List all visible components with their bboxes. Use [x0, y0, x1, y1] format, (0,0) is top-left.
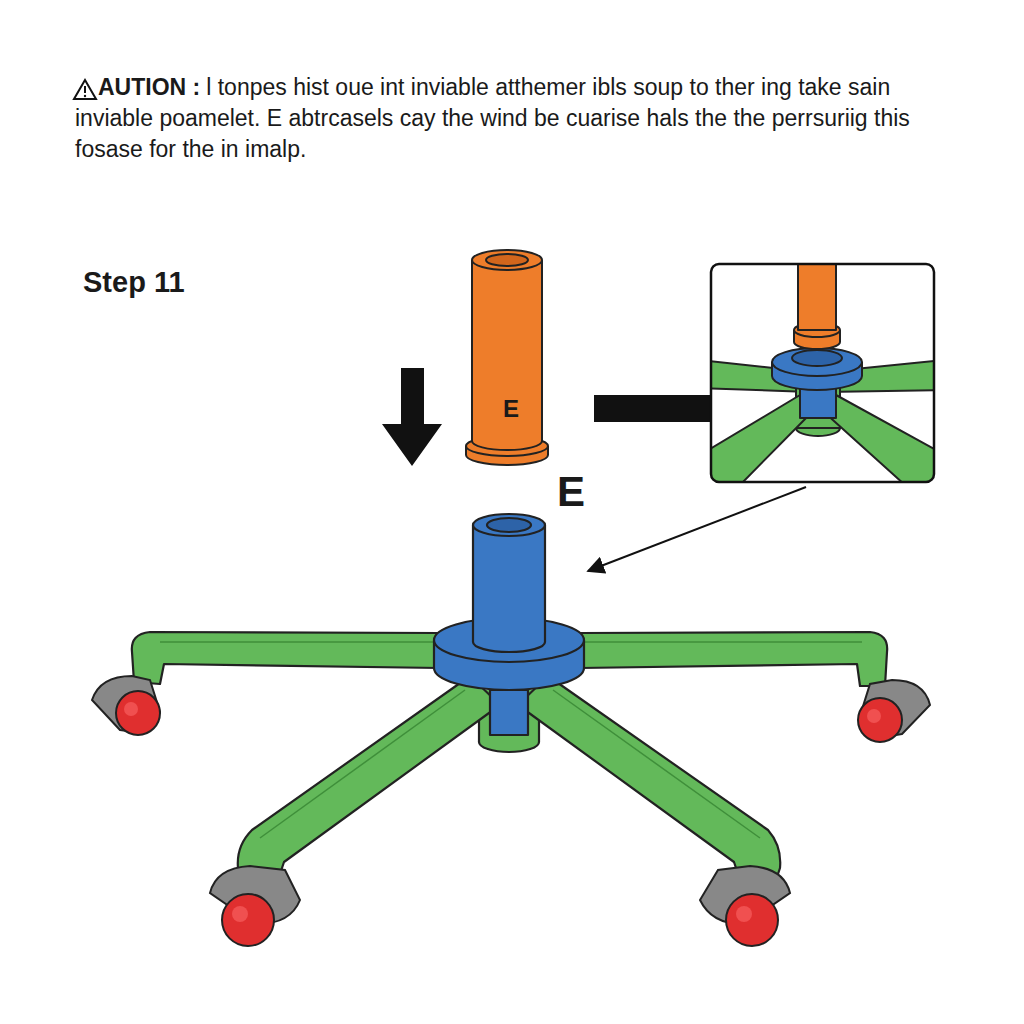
chair-base — [132, 514, 887, 880]
pointer-bar — [594, 395, 711, 422]
warning-glyph — [74, 80, 96, 99]
chair-base — [553, 690, 760, 838]
detail-inset — [711, 264, 934, 482]
cylinder-outline — [460, 245, 554, 470]
down-arrow — [382, 368, 442, 466]
caution-heading: AUTION : — [98, 74, 200, 100]
detail-inset — [711, 395, 812, 482]
leader-line — [588, 487, 806, 571]
detail-inset — [700, 255, 945, 485]
caution-text: l tonpes hist oue int inviable atthemer … — [75, 74, 910, 162]
caster — [867, 709, 881, 723]
detail-inset — [792, 350, 842, 366]
caster — [210, 866, 300, 946]
chair-base — [580, 632, 887, 686]
caster — [858, 698, 902, 742]
caster — [726, 894, 778, 946]
detail-inset — [711, 264, 934, 482]
chair-base — [238, 676, 500, 880]
detail-inset — [798, 264, 836, 330]
chair-base — [487, 518, 531, 532]
warning-glyph — [74, 80, 96, 99]
cylinder-bore — [486, 254, 528, 266]
part-letter: E — [557, 468, 585, 516]
caster — [124, 702, 138, 716]
caution-note: AUTION :l tonpes hist oue int inviable a… — [75, 72, 955, 165]
caster — [116, 691, 160, 735]
chair-base — [473, 525, 545, 652]
caster — [858, 680, 930, 742]
chair-base — [132, 632, 440, 684]
chair-base — [518, 676, 780, 880]
cylinder-top — [472, 250, 542, 270]
chair-base — [580, 641, 862, 643]
caster — [736, 906, 752, 922]
step-number: Step 11 — [83, 266, 185, 299]
chair-base — [473, 514, 545, 536]
warning-glyph — [84, 95, 86, 97]
caster — [232, 906, 248, 922]
detail-inset — [824, 395, 934, 482]
caster — [700, 866, 790, 946]
detail-inset — [772, 348, 862, 376]
chair-base — [260, 690, 465, 838]
warning-glyph — [84, 86, 86, 93]
chair-base — [160, 641, 440, 643]
part-letter: E — [460, 395, 562, 423]
part-cylinder: E — [460, 245, 562, 470]
chair-base — [490, 690, 528, 735]
caster — [222, 894, 274, 946]
caster — [92, 676, 160, 735]
